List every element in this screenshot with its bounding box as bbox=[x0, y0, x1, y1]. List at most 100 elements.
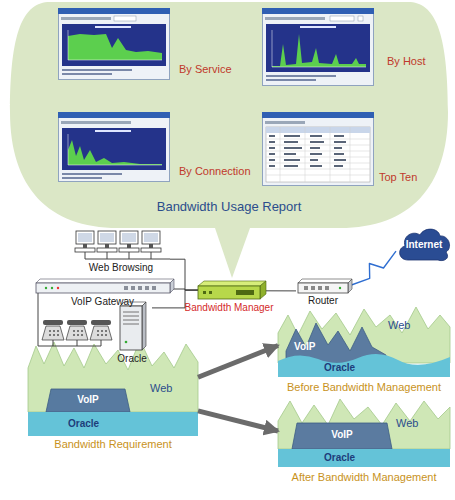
traffic-band-label: VoIP bbox=[77, 394, 98, 405]
top-ten-table-part bbox=[266, 127, 370, 182]
phone-icons-part bbox=[42, 326, 112, 340]
network-link bbox=[260, 290, 296, 291]
top-ten-table-part-part bbox=[280, 127, 281, 182]
service-graph-part bbox=[61, 17, 111, 20]
service-graph-part bbox=[62, 69, 132, 71]
pc-icons-part-part bbox=[107, 252, 108, 259]
pc-icons-part-part bbox=[151, 252, 152, 259]
router-icon-part bbox=[339, 287, 341, 289]
connection-graph-part bbox=[62, 173, 122, 175]
server-icon-part bbox=[123, 312, 139, 324]
pc-icons-part-part bbox=[83, 244, 87, 248]
phone-icons-part bbox=[49, 330, 107, 336]
top-ten-table-part-part bbox=[334, 141, 346, 143]
gateway-device-label: VoIP Gateway bbox=[71, 296, 134, 307]
traffic-band-label: Web bbox=[388, 319, 410, 331]
traffic-band-label: Oracle bbox=[68, 418, 99, 429]
phone-icons-part-part bbox=[97, 330, 99, 332]
top-ten-table-part-part bbox=[266, 169, 370, 170]
top-ten-table-part-part bbox=[269, 147, 275, 149]
manager-icon-part-part bbox=[203, 291, 206, 294]
top-ten-table-part-part bbox=[284, 159, 300, 161]
gateway-icon-part bbox=[45, 287, 47, 289]
top-ten-table-part bbox=[266, 127, 370, 133]
router-icon-part bbox=[298, 283, 348, 293]
connection-graph-part bbox=[68, 140, 162, 165]
report-screenshot-label: By Connection bbox=[179, 165, 251, 177]
phone-icons-part-part bbox=[81, 334, 83, 336]
traffic-band-outline bbox=[278, 354, 450, 377]
phone-icons-part-part bbox=[57, 330, 59, 332]
gateway-icon bbox=[36, 279, 174, 293]
top-ten-table-part-part bbox=[284, 135, 300, 137]
server-icon-part bbox=[142, 302, 146, 350]
pc-icons-part bbox=[75, 231, 161, 252]
phone-icons-part-part bbox=[101, 330, 103, 332]
pc-icons-part-part bbox=[122, 233, 136, 242]
phone-icons-part-part bbox=[81, 330, 83, 332]
service-graph bbox=[58, 8, 170, 75]
pc-icons-part-part bbox=[85, 252, 86, 259]
connection-graph bbox=[58, 112, 170, 179]
phone-icons-part-part bbox=[53, 330, 55, 332]
traffic-band-label: Oracle bbox=[324, 452, 355, 463]
area-chart-label: After Bandwidth Management bbox=[292, 471, 437, 483]
router-icon bbox=[298, 279, 352, 293]
gateway-icon-part bbox=[51, 287, 53, 289]
gateway-icon-part-part bbox=[145, 286, 149, 290]
pc-icons-part-part bbox=[129, 252, 130, 259]
pc-icons-part-part bbox=[76, 231, 94, 244]
top-ten-table-part-part bbox=[334, 165, 343, 167]
top-ten-table-part-part bbox=[266, 139, 370, 140]
traffic-band-outline bbox=[46, 389, 130, 412]
gateway-icon-part bbox=[57, 287, 59, 289]
phone-icons-part-part bbox=[105, 334, 107, 336]
traffic-band-outline bbox=[292, 423, 392, 449]
network-link bbox=[152, 290, 198, 308]
traffic-band: Oracle bbox=[28, 412, 198, 436]
connection-graph-part bbox=[62, 128, 166, 170]
top-ten-table-part-part bbox=[266, 151, 370, 152]
phone-icons-part-part bbox=[49, 330, 51, 332]
manager-icon-part bbox=[203, 290, 254, 295]
service-graph-part bbox=[68, 60, 162, 61]
service-graph-part bbox=[114, 16, 136, 21]
top-ten-table-part-part bbox=[330, 127, 331, 182]
phone-icons-part-part bbox=[53, 340, 54, 346]
phone-icons-part-part bbox=[101, 334, 103, 336]
traffic-band-outline bbox=[278, 399, 450, 449]
traffic-band-shape bbox=[278, 349, 450, 377]
phone-icons-part-part bbox=[66, 326, 88, 340]
traffic-band: VoIP bbox=[46, 388, 130, 412]
top-ten-table-part-part bbox=[266, 163, 370, 164]
phone-icons-part-part bbox=[77, 334, 79, 336]
server-icon-part-part bbox=[123, 316, 139, 317]
area-chart: After Bandwidth ManagementWebVoIPOracle bbox=[278, 395, 450, 485]
server-icon bbox=[120, 302, 146, 350]
host-graph-part bbox=[266, 75, 336, 77]
top-ten-table-part-part bbox=[334, 135, 344, 137]
host-graph-part bbox=[265, 17, 325, 20]
phone-icons-part-part bbox=[73, 330, 75, 332]
host-graph-part bbox=[272, 34, 366, 67]
area-chart-label: Before Bandwidth Management bbox=[287, 381, 441, 393]
bandwidth-manager-label: Bandwidth Manager bbox=[185, 302, 274, 313]
pc-icons-part-part bbox=[149, 244, 153, 248]
service-graph-part bbox=[68, 30, 69, 60]
phone-icons-part-part bbox=[73, 334, 75, 336]
traffic-band-label: VoIP bbox=[294, 341, 315, 352]
top-ten-table bbox=[262, 112, 374, 182]
top-ten-table-part-part bbox=[269, 135, 275, 137]
manager-icon bbox=[198, 281, 266, 299]
top-ten-table-part-part bbox=[310, 141, 324, 143]
phone-icons-part-part bbox=[67, 320, 87, 325]
host-graph bbox=[262, 8, 374, 81]
phone-icons bbox=[38, 293, 112, 346]
report-screenshot: By Connection bbox=[58, 112, 170, 182]
top-ten-table-part-part bbox=[305, 127, 306, 182]
service-graph-part bbox=[68, 34, 162, 60]
host-graph-part bbox=[300, 26, 336, 28]
phone-icons-part-part bbox=[43, 320, 63, 325]
callout-bubble: Bandwidth Usage ReportBy ServiceBy HostB… bbox=[10, 2, 448, 228]
top-ten-table-part-part bbox=[284, 147, 302, 149]
